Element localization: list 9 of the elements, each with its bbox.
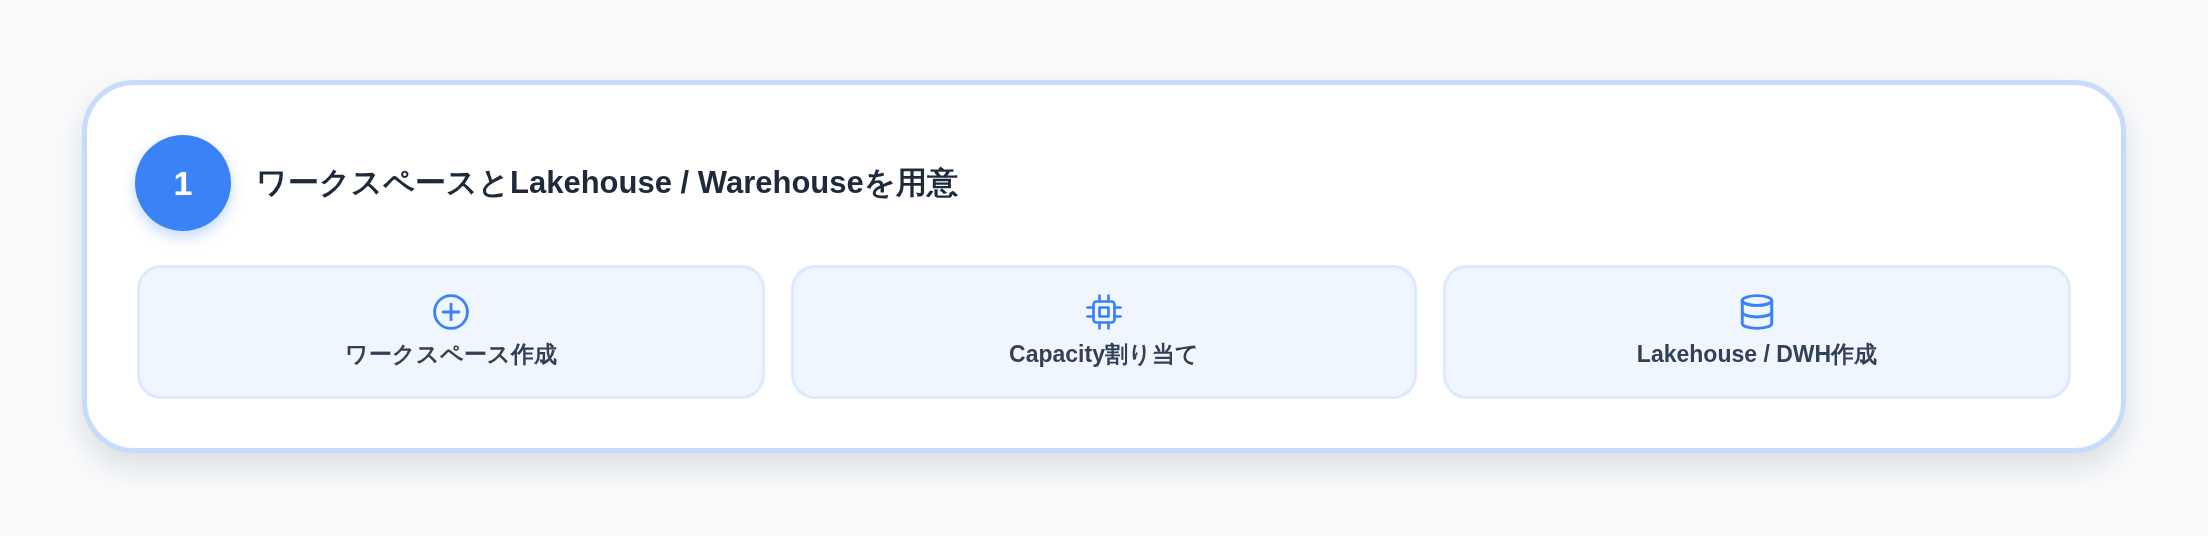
task-card — [137, 265, 765, 399]
task-card — [1443, 265, 2071, 399]
task-card — [791, 265, 1417, 399]
task-label: ワークスペース作成 — [345, 341, 557, 369]
task-label: Lakehouse / DWH作成 — [1636, 341, 1878, 369]
task-label: Capacity割り当て — [1009, 341, 1199, 369]
step-card — [82, 80, 2126, 453]
step-heading: ワークスペースとLakehouse / Warehouseを用意 — [256, 164, 958, 202]
step-number: 1 — [135, 135, 231, 231]
